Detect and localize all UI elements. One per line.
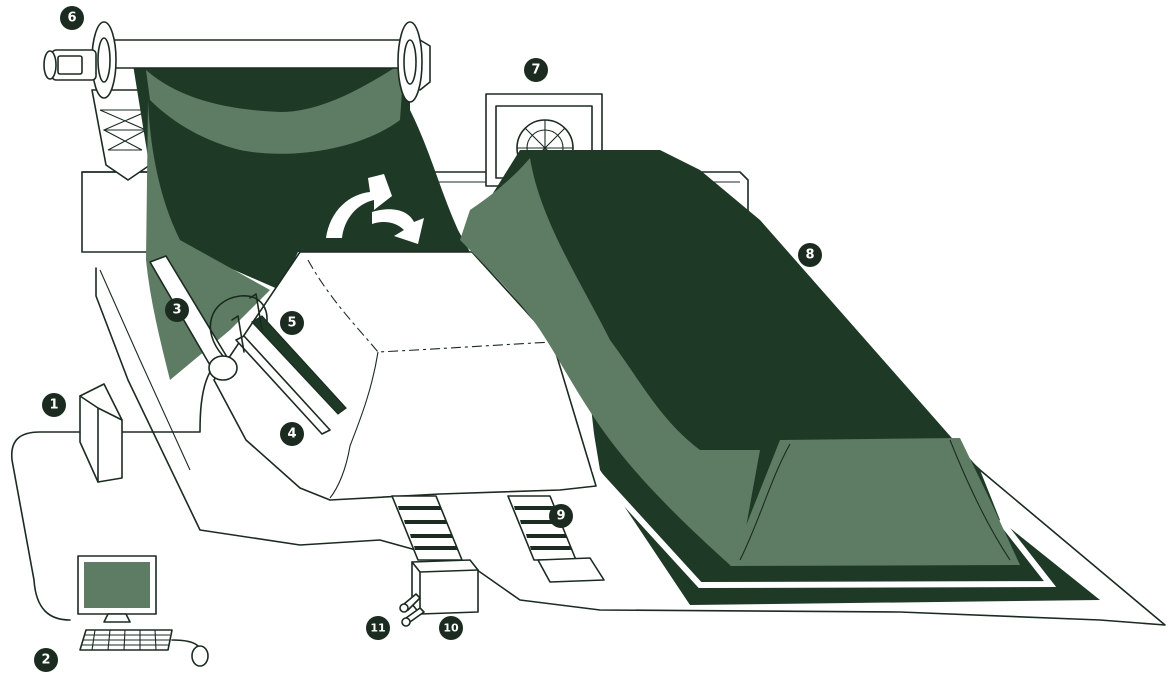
computer-workstation — [78, 556, 208, 666]
callout-2: 2 — [34, 648, 58, 672]
callout-3: 3 — [165, 298, 189, 322]
belt-control-unit — [400, 560, 478, 626]
callout-10: 10 — [439, 616, 463, 640]
svg-text:5: 5 — [287, 316, 296, 331]
svg-text:4: 4 — [287, 427, 296, 442]
svg-text:6: 6 — [67, 11, 76, 26]
callout-11: 11 — [366, 616, 390, 640]
callout-9: 9 — [549, 504, 573, 528]
svg-text:11: 11 — [370, 622, 385, 635]
svg-text:7: 7 — [531, 63, 540, 78]
callout-1: 1 — [42, 393, 66, 417]
callout-6: 6 — [60, 6, 84, 30]
control-box — [80, 384, 122, 482]
covered-block-front — [730, 438, 1020, 566]
callout-8: 8 — [798, 243, 822, 267]
callout-5: 5 — [280, 311, 304, 335]
svg-text:10: 10 — [443, 622, 459, 635]
roller-motor — [44, 50, 96, 80]
control-cable — [12, 432, 80, 620]
callout-7: 7 — [524, 58, 548, 82]
svg-text:9: 9 — [556, 509, 565, 524]
callout-4: 4 — [280, 422, 304, 446]
svg-text:1: 1 — [49, 398, 58, 413]
svg-text:8: 8 — [805, 248, 814, 263]
svg-text:3: 3 — [172, 303, 181, 318]
svg-text:2: 2 — [41, 653, 50, 668]
